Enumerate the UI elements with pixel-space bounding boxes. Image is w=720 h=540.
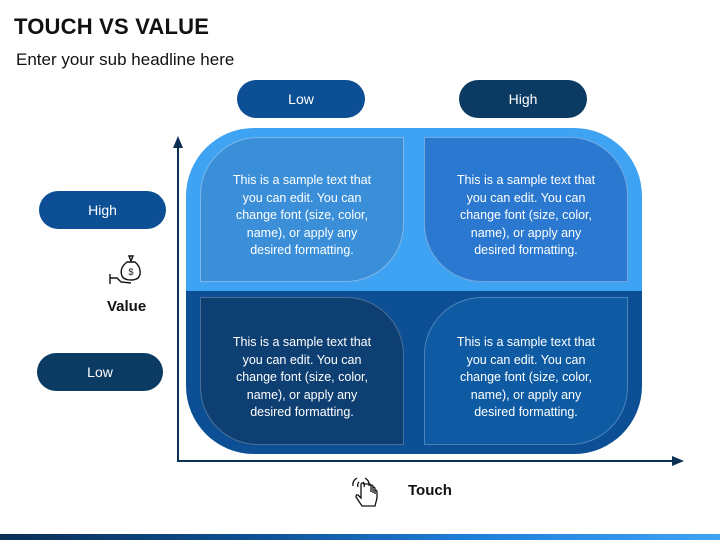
money-bag-hand-icon: $: [109, 255, 141, 284]
y-axis-arrow: [173, 136, 183, 148]
matrix: This is a sample text that you can edit.…: [186, 128, 642, 454]
column-label-low: Low: [237, 80, 365, 118]
quadrant-bottom-right-text: This is a sample text that you can edit.…: [424, 297, 628, 445]
x-axis-label: Touch: [408, 482, 452, 499]
quadrant-top-right-text: This is a sample text that you can edit.…: [424, 137, 628, 282]
y-axis-label: Value: [107, 298, 147, 315]
quadrant-top-right: This is a sample text that you can edit.…: [414, 128, 642, 291]
footer-bar: [0, 534, 720, 540]
quadrant-bottom-left-text: This is a sample text that you can edit.…: [200, 297, 404, 445]
quadrant-bottom-right: This is a sample text that you can edit.…: [414, 291, 642, 454]
row-label-high: High: [39, 191, 166, 229]
quadrant-top-left-text: This is a sample text that you can edit.…: [200, 137, 404, 282]
page-title: TOUCH VS VALUE: [14, 14, 210, 39]
svg-text:$: $: [128, 267, 133, 277]
x-axis-arrow: [672, 456, 684, 466]
quadrant-bottom-left: This is a sample text that you can edit.…: [186, 291, 414, 454]
column-label-high: High: [459, 80, 587, 118]
quadrant-top-left: This is a sample text that you can edit.…: [186, 128, 414, 291]
row-label-low: Low: [37, 353, 163, 391]
touch-hand-icon: [352, 477, 378, 507]
page-subtitle: Enter your sub headline here: [16, 50, 235, 69]
